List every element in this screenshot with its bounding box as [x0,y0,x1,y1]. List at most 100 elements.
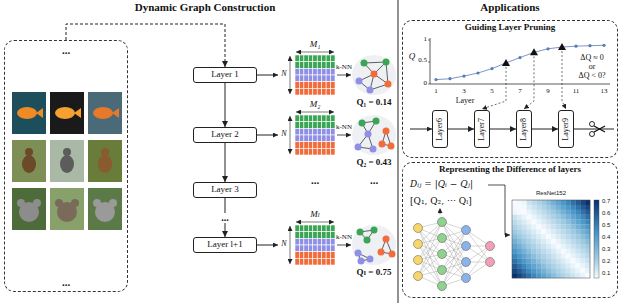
heatmap-cell [556,254,561,259]
matrix-cell [331,62,335,69]
bird-shape [60,155,74,173]
heatmap-cell [512,268,517,273]
guide-line [562,51,566,109]
heatmap-cell [546,205,551,210]
matrix-cell [331,135,335,142]
heatmap-cell [532,220,537,225]
heatmap-cell [541,234,546,239]
matrix-cell [331,128,335,135]
matrix-cell [331,225,335,232]
heatmap-cell [551,215,556,220]
guide-line [524,56,534,109]
heatmap-cell [522,273,527,278]
matrix-cell [322,68,326,75]
bird-head [63,148,71,156]
matrix-cell [308,88,312,95]
matrix-cell [295,238,299,245]
heatmap-cell [546,210,551,215]
heatmap-cell [522,215,527,220]
graph-node [383,236,390,243]
node-text: Guiding Layer Pruning [403,23,617,33]
heatmap-cell [556,244,561,249]
formula: Dᵢⱼ = |Qᵢ − Qⱼ| [410,180,473,189]
neuron [486,242,495,251]
fish-shape [55,107,75,119]
matrix-cell [317,142,321,149]
matrix-cell [295,232,299,239]
neuron [462,242,471,251]
heatmap-cell [532,268,537,273]
heatmap-cell [551,268,556,273]
bird-head [25,148,33,156]
heatmap-cell [527,249,532,254]
method-label: k-NN [336,64,352,71]
axis-title: Layer [456,97,475,105]
heatmap-cell [527,239,532,244]
node-text: Layer l+1 [207,240,242,250]
heatmap-cell [561,259,566,264]
fish-tail [74,108,81,118]
heatmap-cell [585,210,590,215]
matrix-cell [299,232,303,239]
feature-arrow [257,135,278,136]
matrix-cell [304,128,308,135]
heatmap-cell [566,249,571,254]
neuron [414,256,423,265]
heatmap-cell [536,268,541,273]
heatmap-cell [566,210,571,215]
heatmap-cell [551,259,556,264]
graph-node [361,60,368,67]
heatmap-cell [517,210,522,215]
matrix-cell [331,88,335,95]
chart-axes [430,38,610,84]
heatmap-cell [571,259,576,264]
modularity-value: Qₗ = 0.75 [356,268,391,277]
heatmap-cell [541,239,546,244]
matrix-cell [326,68,330,75]
matrix-cell [295,62,299,69]
matrix-cell [317,55,321,62]
heatmap-cell [541,259,546,264]
heatmap-cell [517,200,522,205]
heatmap-cell [561,268,566,273]
axis-title: Q [409,52,416,61]
photo [12,140,46,182]
flow-arrow [440,208,441,214]
heatmap-cell [580,220,585,225]
matrix-cell [304,88,308,95]
heatmap-cell [536,234,541,239]
heatmap-cell [571,254,576,259]
heatmap-cell [580,215,585,220]
matrix-cell [322,55,326,62]
matrix-cell [295,142,299,149]
heatmap-cell [512,244,517,249]
matrix-cell [299,68,303,75]
matrix-cell [295,252,299,259]
heatmap-cell [580,239,585,244]
photo [88,92,122,134]
colorbar-tick: 0.5 [602,222,610,228]
heatmap-cell [512,229,517,234]
matrix-cell [304,225,308,232]
matrix-cell [295,258,299,265]
heatmap-cell [566,259,571,264]
heatmap-cell [546,263,551,268]
heatmap-cell [575,263,580,268]
matrix-cell [308,148,312,155]
matrix-cell [322,62,326,69]
graph-node [383,59,390,66]
network-link [442,262,466,286]
heatmap-cell [575,234,580,239]
matrix-cell [299,252,303,259]
dimension-arrow [296,222,334,223]
heatmap-cell [522,229,527,234]
graph-node [356,78,363,85]
heatmap-cell [556,234,561,239]
heatmap-cell [541,205,546,210]
heatmap-cell [571,205,576,210]
heatmap-cell [556,229,561,234]
matrix-cell [299,128,303,135]
heatmap-cell [575,254,580,259]
heatmap-cell [546,273,551,278]
matrix-cell [299,122,303,129]
